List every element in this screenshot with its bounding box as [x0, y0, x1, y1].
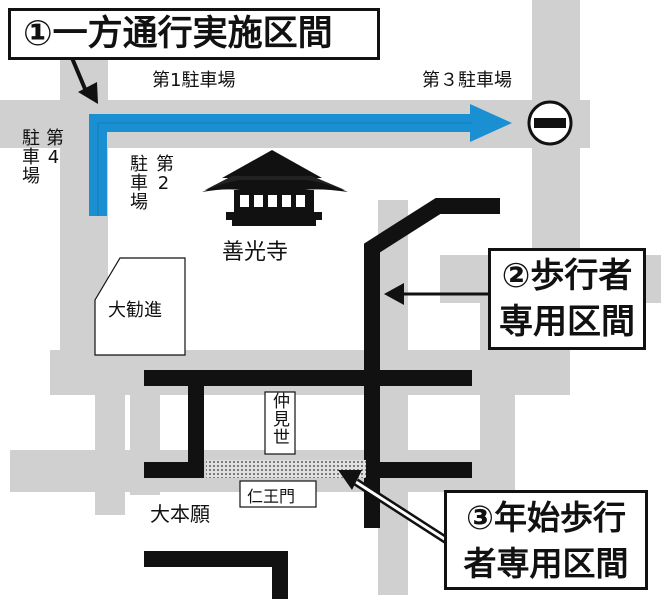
temple-label: 善光寺 [222, 240, 289, 265]
new-year-pedestrian-line1: ③年始歩行 [466, 498, 626, 537]
parking-2-label-col2: 第2 [153, 154, 174, 195]
callout-2-pointer [384, 283, 488, 305]
new-year-pedestrian-line2: 者専用区間 [463, 544, 629, 583]
pedestrian-section-callout: ②歩行者 専用区間 [488, 248, 646, 350]
pedestrian-route-left-vertical [144, 378, 204, 478]
daihongan-label: 大本願 [150, 502, 210, 526]
nakamise-box [264, 391, 296, 455]
niomon-label: 仁王門 [247, 487, 296, 506]
daikanjin-block [94, 257, 186, 356]
pedestrian-route-main [364, 198, 500, 528]
road-mid-vertical [378, 200, 408, 595]
one-way-section-title: ①一方通行実施区間 [23, 14, 333, 54]
callout-3-pointer [338, 470, 449, 544]
one-way-arrowhead [470, 104, 512, 142]
parking-4-label-col1: 駐車場 [19, 128, 40, 185]
road-left-diag [95, 395, 125, 515]
pedestrian-section-line2: 専用区間 [499, 302, 635, 342]
temple-building-icon [202, 150, 348, 226]
one-way-route [89, 104, 512, 216]
pedestrian-route-bottom [144, 551, 288, 599]
pedestrian-section-line1: ②歩行者 [501, 256, 633, 296]
pedestrian-routes [144, 198, 500, 599]
new-year-pedestrian-callout: ③年始歩行 者専用区間 [444, 490, 648, 590]
parking-1-label: 第1駐車場 [152, 70, 236, 91]
parking-4-label-col2: 第4 [43, 128, 64, 169]
parking-2-label-col1: 駐車場 [127, 154, 148, 211]
new-year-dots [206, 460, 366, 478]
niomon-box [239, 480, 317, 508]
no-entry-sign-icon [527, 100, 573, 146]
one-way-section-callout: ①一方通行実施区間 [8, 8, 380, 60]
nakamise-label: 仲見世 [269, 392, 289, 446]
parking-3-label: 第３駐車場 [422, 70, 512, 91]
callout-1-pointer [70, 57, 98, 104]
road-right-vertical [532, 0, 580, 290]
daikanjin-label: 大勧進 [108, 300, 162, 321]
